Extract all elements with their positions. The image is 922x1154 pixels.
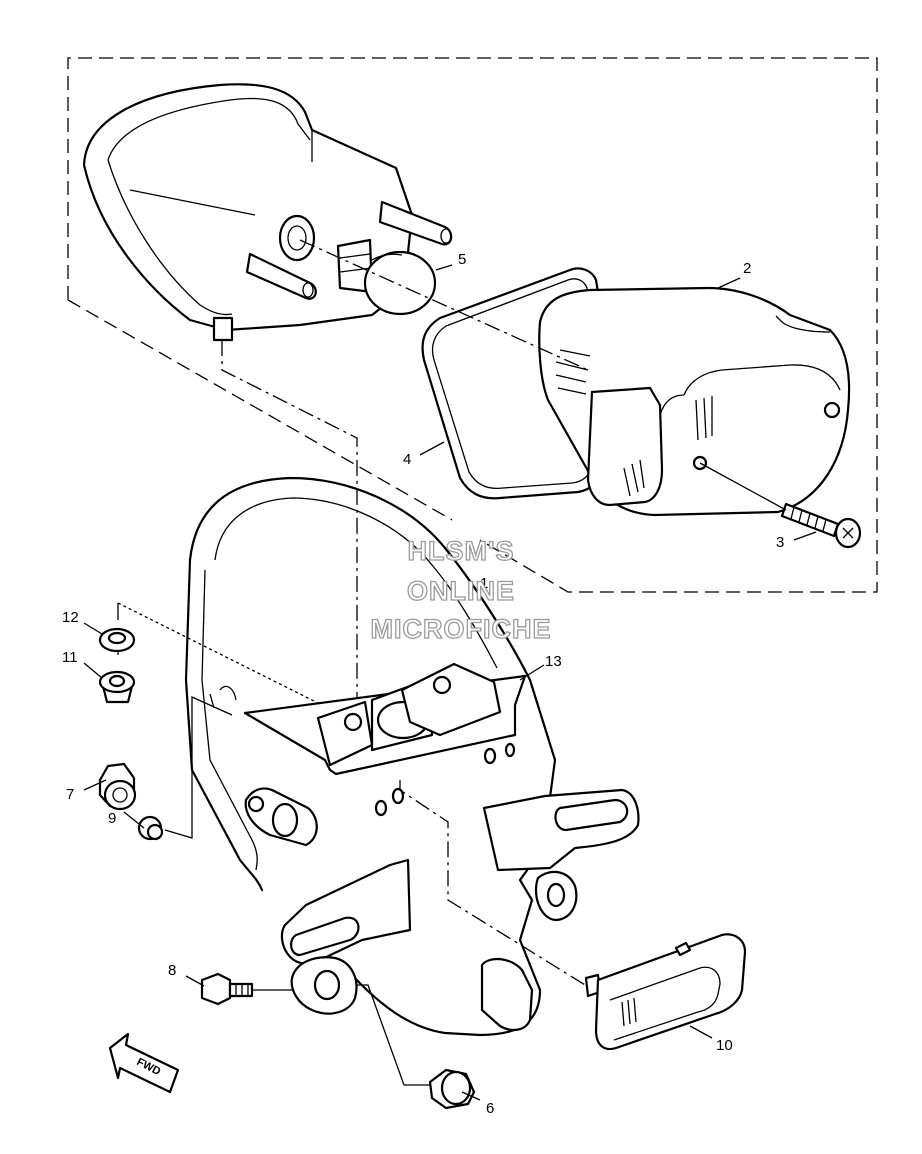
callout-4: 4 xyxy=(403,451,411,468)
centerline-collar xyxy=(164,695,233,839)
callout-2: 2 xyxy=(743,260,751,277)
watermark-line-1: HLSM'S xyxy=(408,536,515,566)
assembly-boundary xyxy=(67,57,878,593)
watermark: HLSM'S ONLINE MICROFICHE xyxy=(370,535,552,644)
callout-13: 13 xyxy=(545,653,562,670)
watermark-line-3: MICROFICHE xyxy=(371,614,552,644)
callout-5: 5 xyxy=(458,251,466,268)
bolt-8 xyxy=(200,972,254,1006)
callout-11: 11 xyxy=(62,649,78,666)
callout-1: 1 xyxy=(480,575,488,592)
callout-3: 3 xyxy=(776,534,784,551)
nut-11 xyxy=(98,670,136,704)
callout-12: 12 xyxy=(62,609,79,626)
watermark-line-2: ONLINE xyxy=(407,576,515,606)
centerline-screw xyxy=(699,462,787,511)
taillight-bracket xyxy=(184,476,640,1037)
centerline-housing-bolt xyxy=(221,340,358,720)
callout-9: 9 xyxy=(108,810,116,827)
gasket-inner xyxy=(431,278,593,490)
centerline-bulb xyxy=(299,239,589,371)
taillight-housing xyxy=(82,83,453,342)
acorn-nut-6 xyxy=(428,1068,476,1110)
screw xyxy=(780,502,862,549)
callout-7: 7 xyxy=(66,786,74,803)
reflector-10 xyxy=(584,933,747,1051)
centerline-reflector xyxy=(399,780,591,989)
flange-nut-7 xyxy=(98,762,137,811)
callout-6: 6 xyxy=(486,1100,494,1117)
washer-12 xyxy=(98,627,136,653)
collar-9 xyxy=(137,815,164,841)
leader-lines xyxy=(83,264,817,1101)
callout-10: 10 xyxy=(716,1037,733,1054)
gasket xyxy=(421,267,604,500)
callout-8: 8 xyxy=(168,962,176,979)
forward-arrow-icon: FWD xyxy=(108,1032,180,1094)
taillight-lens xyxy=(538,286,851,517)
bulb xyxy=(336,238,437,316)
